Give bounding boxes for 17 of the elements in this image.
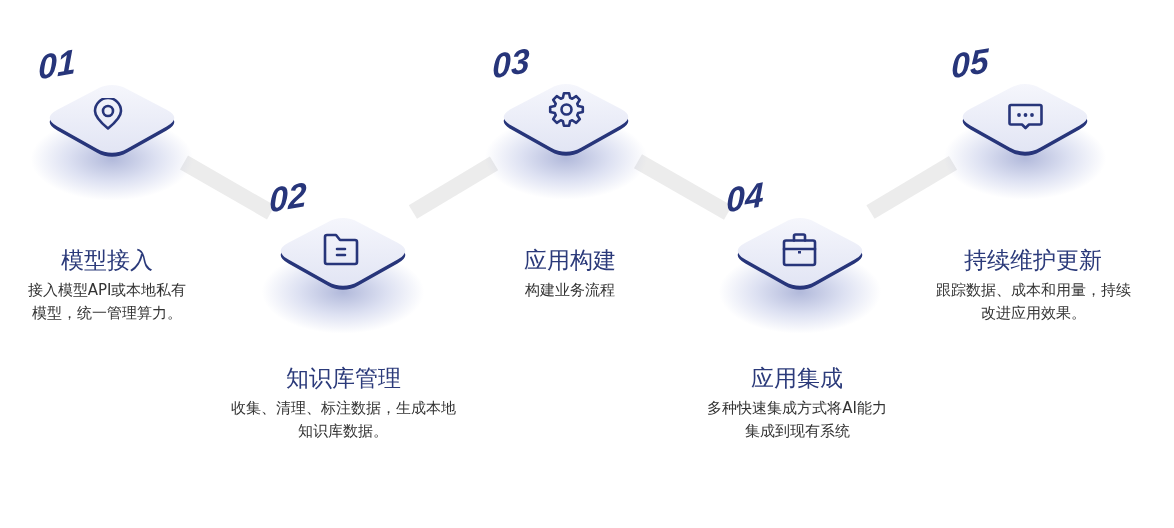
step-description: 跟踪数据、成本和用量，持续改进应用效果。 bbox=[934, 280, 1132, 324]
step-title: 应用构建 bbox=[524, 246, 616, 274]
step-title: 模型接入 bbox=[61, 246, 153, 274]
step-description: 构建业务流程 bbox=[525, 280, 615, 301]
step-number: 02 bbox=[269, 176, 307, 218]
step-description: 多种快速集成方式将AI能力集成到现有系统 bbox=[706, 398, 888, 442]
connector-line bbox=[180, 155, 275, 220]
step-number: 04 bbox=[726, 176, 764, 218]
step-number: 03 bbox=[492, 42, 530, 84]
step-title: 应用集成 bbox=[751, 364, 843, 392]
step-description: 收集、清理、标注数据，生成本地知识库数据。 bbox=[229, 398, 457, 442]
connector-line bbox=[634, 154, 732, 220]
step-description: 接入模型API或本地私有模型，统一管理算力。 bbox=[26, 280, 188, 324]
step-title: 知识库管理 bbox=[285, 364, 401, 392]
step-number: 01 bbox=[38, 43, 76, 85]
step-title: 持续维护更新 bbox=[964, 246, 1102, 274]
step-number: 05 bbox=[951, 42, 989, 84]
